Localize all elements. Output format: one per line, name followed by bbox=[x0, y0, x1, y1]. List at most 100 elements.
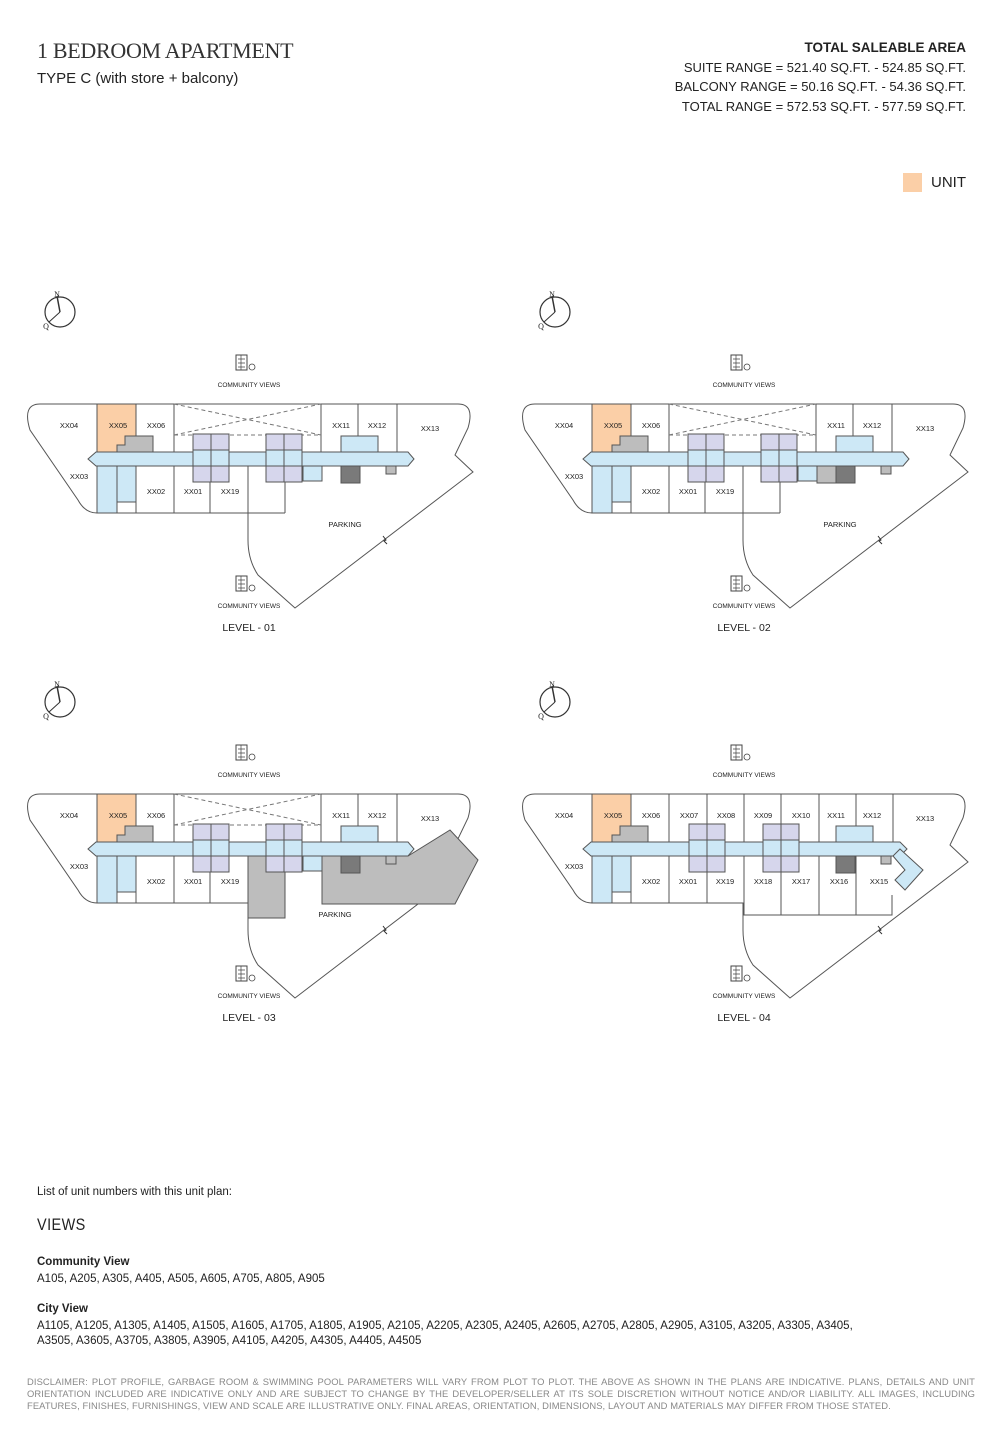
service-shaft bbox=[611, 855, 632, 893]
building-icon bbox=[730, 965, 751, 982]
unit-label-xx19: XX19 bbox=[221, 487, 239, 496]
compass-icon: NQ bbox=[43, 680, 76, 721]
tree-shape bbox=[248, 363, 256, 371]
building-shape bbox=[235, 354, 248, 371]
building-icon bbox=[730, 744, 751, 761]
lobby-block bbox=[340, 825, 379, 843]
stair-core bbox=[96, 855, 118, 904]
view-group-units: A105, A205, A305, A405, A505, A605, A705… bbox=[37, 1273, 325, 1285]
unit-label-xx05: XX05 bbox=[604, 811, 622, 820]
compass-needle bbox=[551, 295, 556, 313]
compass-n-label: N bbox=[549, 290, 555, 299]
unit-label-xx04: XX04 bbox=[60, 421, 78, 430]
community-views-label: COMMUNITY VIEWS bbox=[218, 382, 281, 389]
lobby-block bbox=[340, 435, 379, 453]
stair-core bbox=[591, 855, 613, 904]
shaft bbox=[385, 465, 397, 475]
community-views-label: COMMUNITY VIEWS bbox=[713, 993, 776, 1000]
unit-label-xx04: XX04 bbox=[555, 421, 573, 430]
unit-label-xx03: XX03 bbox=[70, 862, 88, 871]
view-group-name: City View bbox=[37, 1303, 88, 1315]
area-heading: TOTAL SALEABLE AREA bbox=[804, 40, 966, 55]
compass-n-label: N bbox=[54, 680, 60, 689]
compass-n-label: N bbox=[54, 290, 60, 299]
north-mark bbox=[877, 535, 883, 545]
view-group-community: Community View A105, A205, A305, A405, A… bbox=[37, 1256, 937, 1287]
unit-label-xx03: XX03 bbox=[565, 862, 583, 871]
community-views-label: COMMUNITY VIEWS bbox=[713, 772, 776, 779]
unit-label-xx13: XX13 bbox=[421, 814, 439, 823]
stair-core bbox=[591, 465, 613, 514]
compass-needle bbox=[551, 685, 556, 703]
building-windows bbox=[238, 576, 245, 591]
building-icon bbox=[235, 744, 256, 761]
compass-q-label: Q bbox=[43, 712, 49, 721]
compass-needle bbox=[48, 311, 61, 323]
store-room bbox=[816, 465, 837, 484]
unit-label-xx18: XX18 bbox=[754, 877, 772, 886]
unit-label-xx10: XX10 bbox=[792, 811, 810, 820]
compass-circle bbox=[539, 296, 571, 328]
building-shape bbox=[235, 744, 248, 761]
unit-label-xx04: XX04 bbox=[555, 811, 573, 820]
legend-swatch bbox=[903, 173, 922, 192]
tree-shape bbox=[743, 974, 751, 982]
building-icon bbox=[235, 965, 256, 982]
unit-label-xx15: XX15 bbox=[870, 877, 888, 886]
unit-label-xx13: XX13 bbox=[421, 424, 439, 433]
north-mark bbox=[877, 925, 883, 935]
building-shape bbox=[730, 744, 743, 761]
service-shaft bbox=[116, 855, 137, 893]
tree-shape bbox=[248, 974, 256, 982]
building-shape bbox=[235, 965, 248, 982]
compass-circle bbox=[539, 686, 571, 718]
corridor bbox=[582, 451, 910, 467]
unit-type: TYPE C (with store + balcony) bbox=[37, 70, 239, 87]
unit-label-xx07: XX07 bbox=[680, 811, 698, 820]
saleable-area-block: TOTAL SALEABLE AREA SUITE RANGE = 521.40… bbox=[675, 38, 966, 116]
view-group-units: A1105, A1205, A1305, A1405, A1505, A1605… bbox=[37, 1320, 853, 1347]
disclaimer: DISCLAIMER: PLOT PROFILE, GARBAGE ROOM &… bbox=[27, 1376, 975, 1411]
unit-label-xx06: XX06 bbox=[642, 811, 660, 820]
building-shape bbox=[730, 965, 743, 982]
unit-label-xx06: XX06 bbox=[147, 811, 165, 820]
unit-label-xx13: XX13 bbox=[916, 424, 934, 433]
community-views-label: COMMUNITY VIEWS bbox=[713, 382, 776, 389]
compass-needle bbox=[56, 685, 61, 703]
unit-label-xx11: XX11 bbox=[827, 421, 845, 430]
shaft bbox=[880, 855, 892, 865]
unit-label-xx01: XX01 bbox=[184, 877, 202, 886]
building-icon bbox=[235, 575, 256, 592]
unit-list-intro: List of unit numbers with this unit plan… bbox=[37, 1186, 232, 1198]
building-icon bbox=[730, 575, 751, 592]
unit-label-xx13: XX13 bbox=[916, 814, 934, 823]
unit-label-xx11: XX11 bbox=[332, 811, 350, 820]
level-label: LEVEL - 03 bbox=[222, 1012, 275, 1024]
north-mark bbox=[382, 925, 388, 935]
unit-label-xx04: XX04 bbox=[60, 811, 78, 820]
unit-label-xx12: XX12 bbox=[863, 811, 881, 820]
corridor-branch bbox=[302, 855, 323, 872]
unit-label-xx02: XX02 bbox=[147, 877, 165, 886]
unit-label-xx05: XX05 bbox=[109, 421, 127, 430]
parking-label: PARKING bbox=[823, 520, 856, 529]
unit-label-xx02: XX02 bbox=[642, 487, 660, 496]
compass-q-label: Q bbox=[43, 322, 49, 331]
corridor-wing bbox=[892, 848, 924, 891]
level-label: LEVEL - 04 bbox=[717, 1012, 770, 1024]
building-windows bbox=[733, 355, 740, 370]
unit-label-xx09: XX09 bbox=[754, 811, 772, 820]
building-outline bbox=[522, 403, 969, 609]
unit-label-xx11: XX11 bbox=[827, 811, 845, 820]
compass-needle bbox=[543, 701, 556, 713]
legend: UNIT bbox=[903, 173, 966, 192]
compass-circle bbox=[44, 686, 76, 718]
balcony-range: BALCONY RANGE = 50.16 SQ.FT. - 54.36 SQ.… bbox=[674, 79, 966, 94]
building-shape bbox=[730, 354, 743, 371]
compass-q-label: Q bbox=[538, 322, 544, 331]
unit-label-xx12: XX12 bbox=[368, 811, 386, 820]
corridor-branch bbox=[797, 465, 818, 482]
